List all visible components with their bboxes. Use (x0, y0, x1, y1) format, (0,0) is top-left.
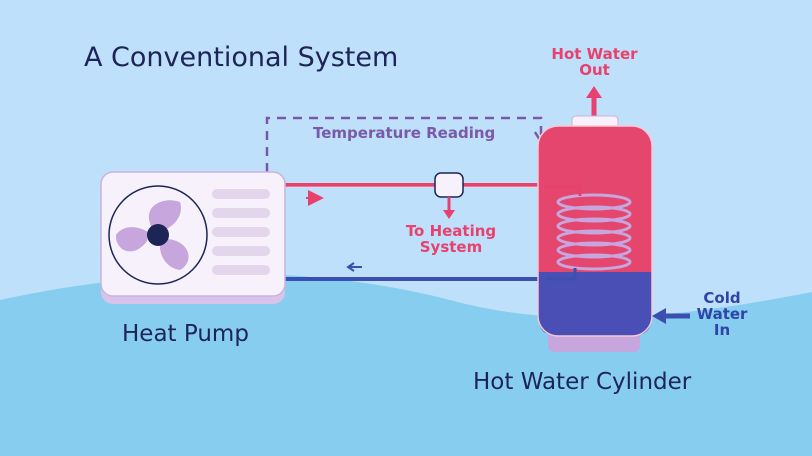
cylinder-label: Hot Water Cylinder (473, 369, 692, 395)
hot-water-out-line-1: Hot Water (551, 45, 638, 63)
coil-lead-in (545, 185, 582, 196)
cold-water-in-label: Cold Water In (693, 289, 751, 339)
cold-water-in-arrowhead (652, 308, 666, 324)
temperature-reading-line (265, 116, 543, 172)
cold-return-direction-arrow (346, 262, 362, 272)
cylinder-body-cold (538, 272, 652, 336)
coil-lead-out (545, 268, 577, 281)
vent-slats (212, 189, 270, 275)
to-heating-arrowhead (443, 210, 455, 219)
to-heating-line-2: System (419, 237, 483, 256)
cold-water-in-line-2: Water (696, 304, 748, 323)
cold-water-in-line-1: Cold (703, 289, 741, 307)
cylinder-outline (537, 125, 653, 337)
to-heating-system-label: To Heating System (396, 222, 506, 256)
diagram-title: A Conventional System (84, 42, 399, 73)
fan-blades (115, 200, 189, 270)
heating-coil (556, 193, 632, 271)
hot-water-out-label: Hot Water Out (547, 45, 642, 79)
to-heating-line-1: To Heating (405, 222, 497, 240)
temperature-reading-label: Temperature Reading (313, 124, 496, 142)
hot-water-out-arrowhead (586, 86, 602, 98)
hot-water-out-line-2: Out (579, 60, 610, 79)
cold-water-in-line-3: In (713, 320, 731, 339)
heat-pump-label: Heat Pump (122, 321, 249, 347)
diverter-valve (434, 172, 464, 198)
fan-hub (147, 224, 169, 246)
